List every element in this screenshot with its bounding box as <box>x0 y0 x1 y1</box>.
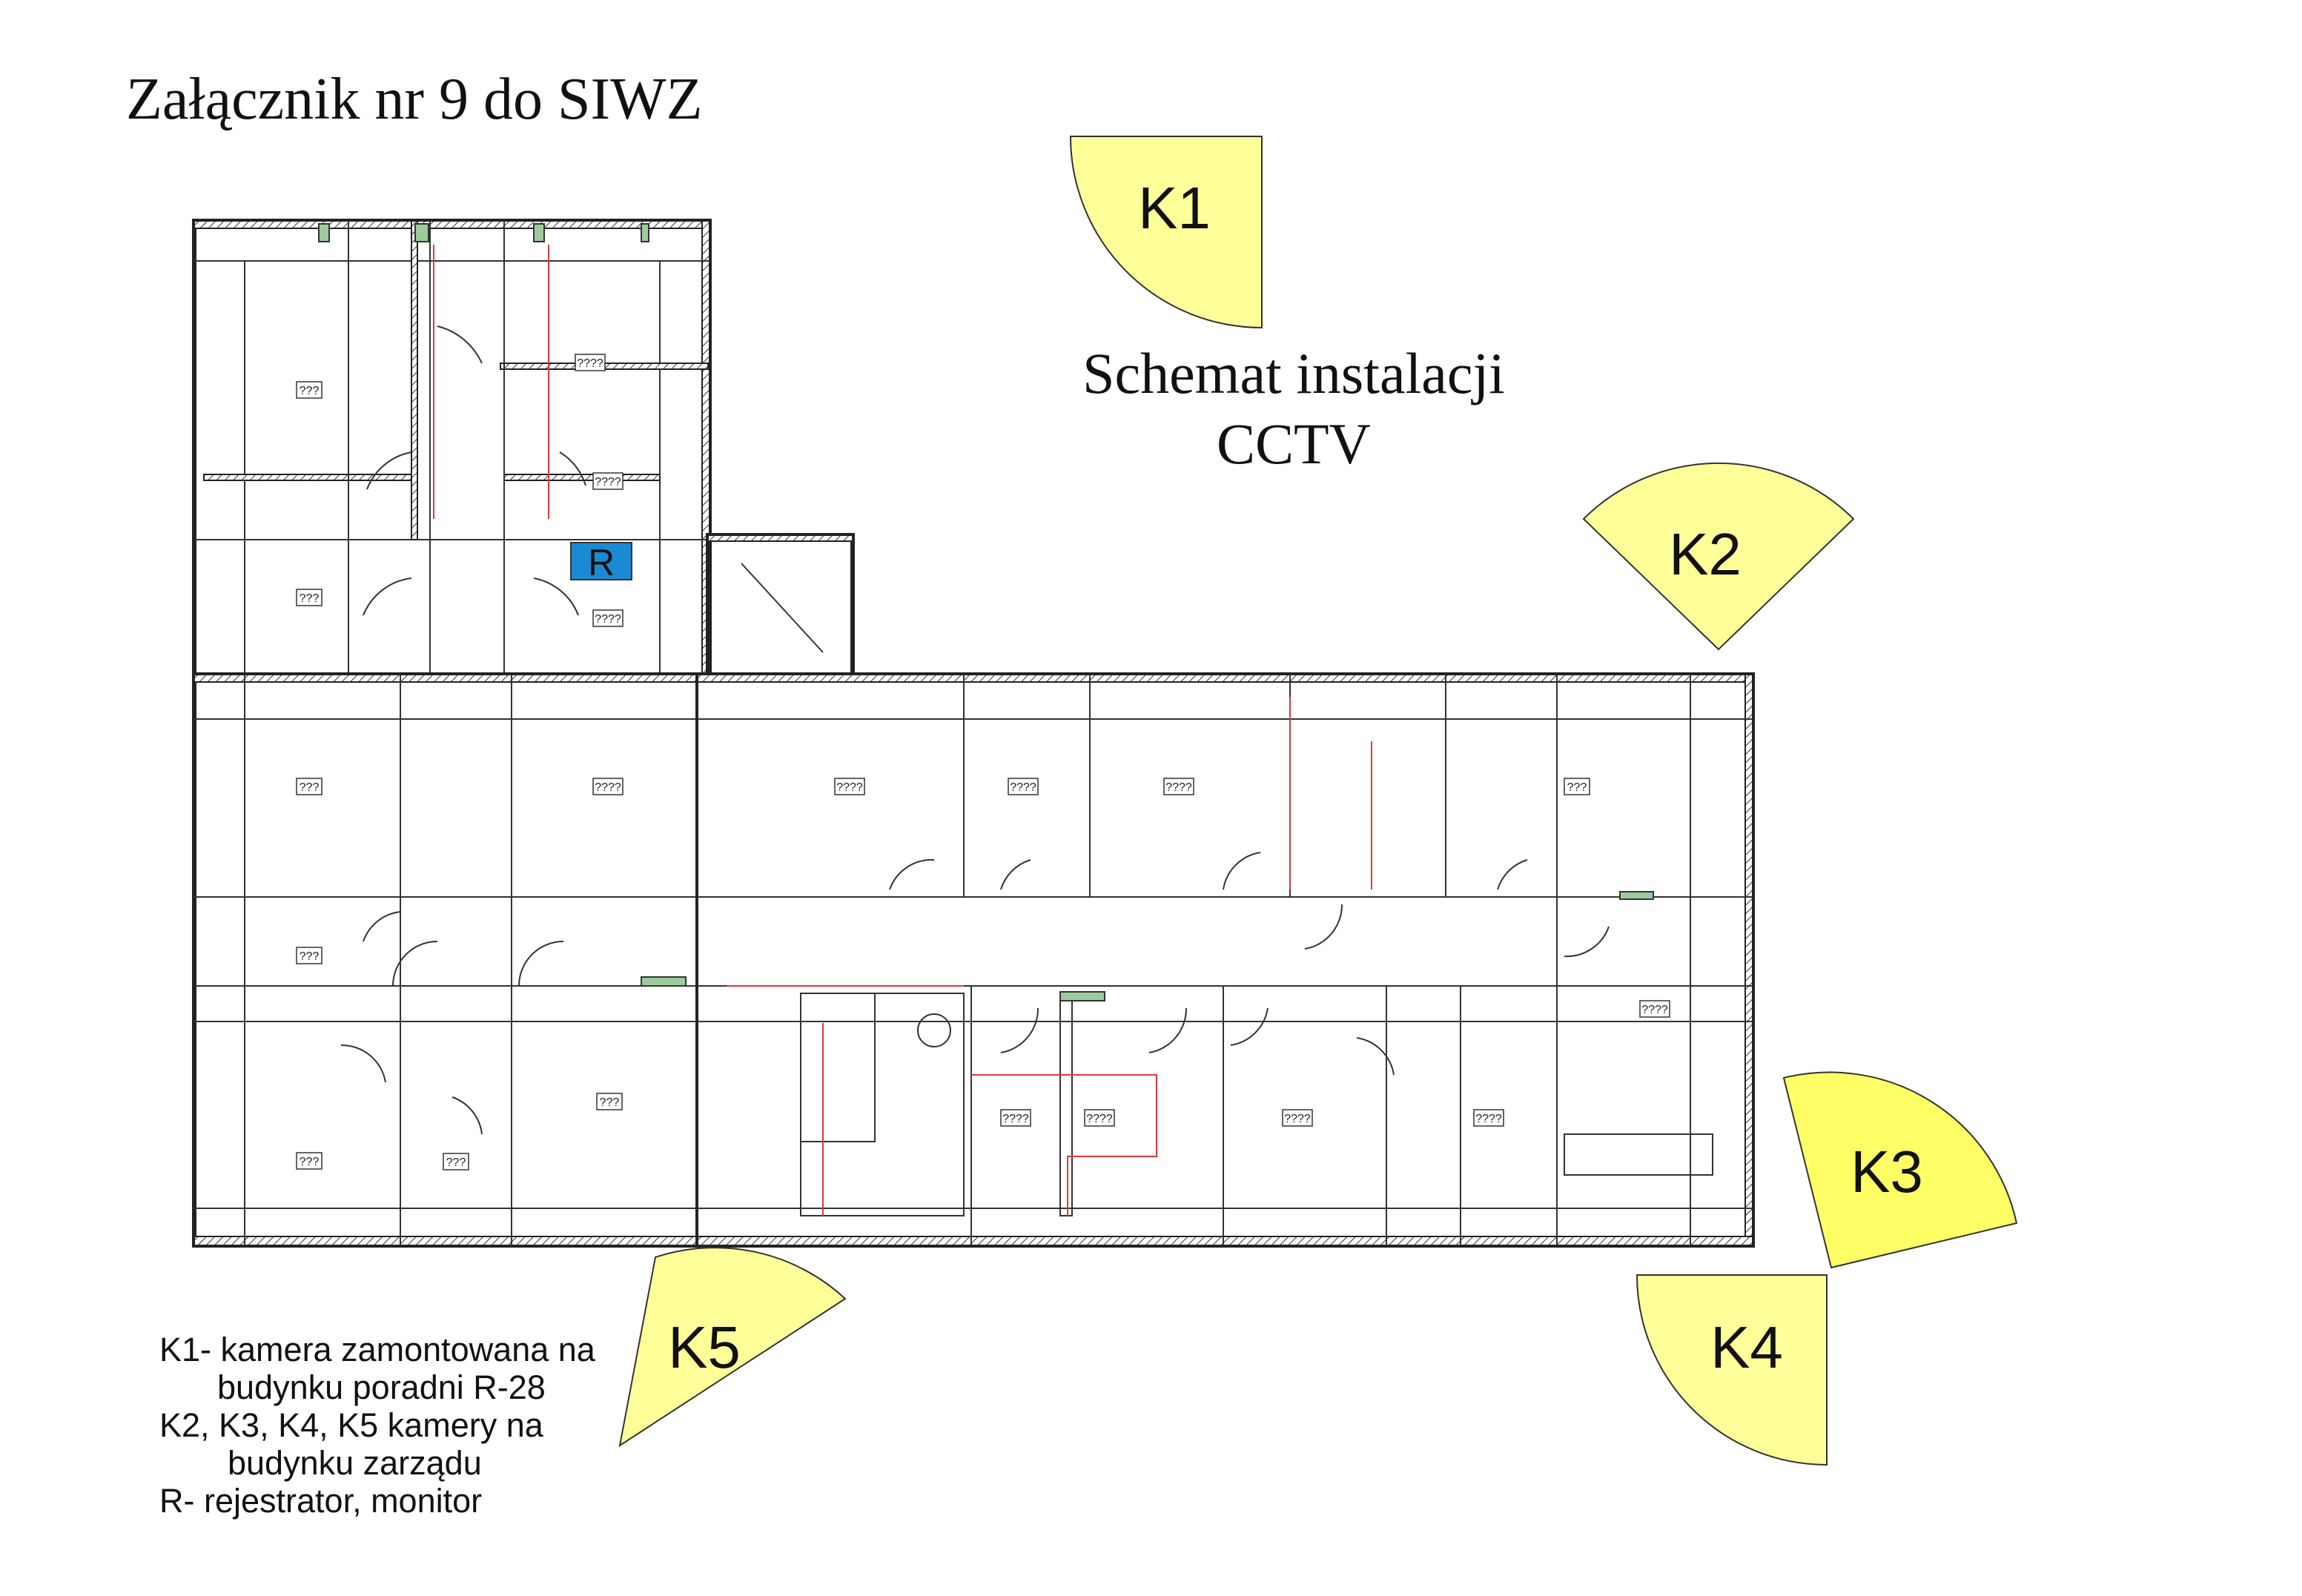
recorder-label: R <box>588 542 615 583</box>
svg-text:????: ???? <box>595 476 621 489</box>
legend-line: K1- kamera zamontowana na <box>159 1331 595 1368</box>
svg-text:???: ??? <box>300 950 320 963</box>
svg-text:????: ???? <box>1165 781 1192 794</box>
svg-text:????: ???? <box>836 781 863 794</box>
room-label: ??? <box>296 1152 323 1170</box>
scheme-title-line1: Schemat instalacji <box>1082 341 1505 405</box>
svg-text:????: ???? <box>1002 1113 1029 1125</box>
svg-text:???: ??? <box>300 781 320 794</box>
room-label: ???? <box>834 778 865 795</box>
room-label: ???? <box>1473 1109 1504 1127</box>
camera-k3: K3 <box>1782 1071 2018 1269</box>
document-title: Załącznik nr 9 do SIWZ <box>126 67 703 132</box>
legend-line: R- rejestrator, monitor <box>159 1482 483 1520</box>
room-label: ???? <box>592 609 624 627</box>
room-label: ??? <box>1564 778 1590 795</box>
room-label: ???? <box>575 354 606 371</box>
recorder-marker: R <box>570 542 632 583</box>
room-label: ??? <box>296 381 323 399</box>
camera-k4: K4 <box>1635 1274 1828 1466</box>
svg-text:???: ??? <box>300 592 320 605</box>
svg-text:???: ??? <box>300 1156 320 1168</box>
svg-text:????: ???? <box>595 613 621 626</box>
svg-text:????: ???? <box>577 357 603 370</box>
camera-k1-label: K1 <box>1138 175 1211 241</box>
camera-k3-label: K3 <box>1850 1139 1923 1205</box>
camera-k5: K5 <box>618 1247 847 1448</box>
room-label: ??? <box>296 947 323 964</box>
building-annex <box>706 533 855 677</box>
building-left-wing <box>192 219 712 677</box>
room-label: ???? <box>1639 1000 1670 1018</box>
svg-text:????: ???? <box>1010 781 1036 794</box>
svg-text:????: ???? <box>1641 1004 1668 1016</box>
camera-k5-label: K5 <box>668 1314 741 1380</box>
camera-k4-label: K4 <box>1710 1314 1783 1380</box>
camera-k2-label: K2 <box>1669 521 1742 587</box>
camera-k2: K2 <box>1582 462 1855 651</box>
svg-text:????: ???? <box>1086 1113 1113 1125</box>
legend-line: budynku zarządu <box>228 1444 482 1482</box>
svg-text:???: ??? <box>446 1156 466 1169</box>
room-label: ???? <box>1000 1109 1031 1127</box>
room-label: ???? <box>1084 1109 1115 1127</box>
room-label: ???? <box>1163 778 1194 795</box>
legend: K1- kamera zamontowana na budynku poradn… <box>159 1331 595 1520</box>
room-label: ???? <box>592 778 624 795</box>
legend-line: budynku poradni R-28 <box>217 1368 546 1406</box>
svg-text:???: ??? <box>1567 781 1587 794</box>
svg-text:????: ???? <box>1475 1113 1502 1125</box>
svg-text:???: ??? <box>600 1096 620 1109</box>
room-label: ??? <box>296 778 323 795</box>
room-label: ??? <box>596 1093 623 1110</box>
svg-text:????: ???? <box>1284 1113 1311 1125</box>
room-label: ??? <box>443 1153 469 1170</box>
room-label: ???? <box>1008 778 1039 795</box>
room-label: ???? <box>1282 1109 1313 1127</box>
legend-line: K2, K3, K4, K5 kamery na <box>159 1406 543 1444</box>
room-labels: ??? ???? ???? ??? ???? ??? ???? ???? ???… <box>296 354 1670 1170</box>
scheme-title-line2: CCTV <box>1217 411 1371 476</box>
room-label: ??? <box>296 589 323 606</box>
camera-k1: K1 <box>1069 136 1263 329</box>
building-main-wing <box>192 672 1755 1248</box>
svg-text:????: ???? <box>595 781 621 794</box>
svg-text:???: ??? <box>300 385 320 397</box>
room-label: ???? <box>592 472 624 490</box>
recorder-box <box>570 542 632 580</box>
